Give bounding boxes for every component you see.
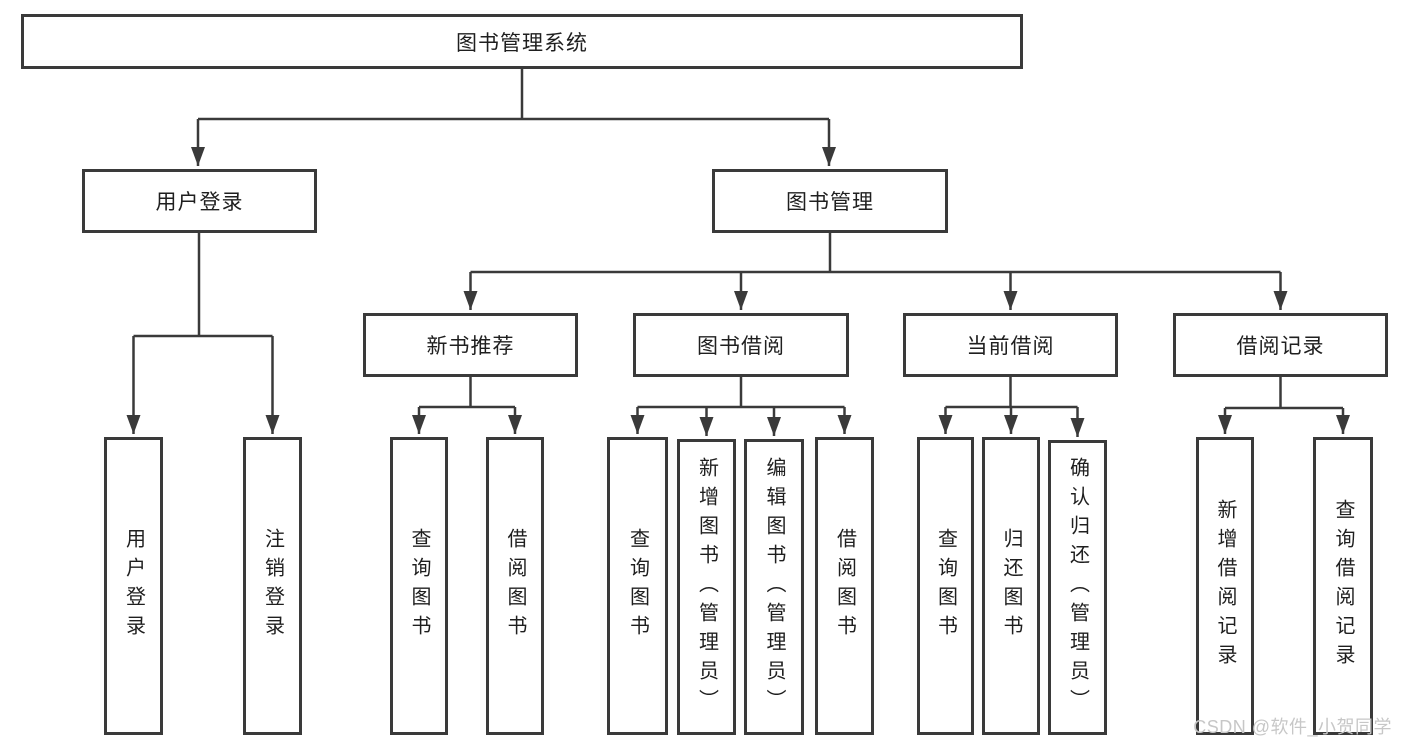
leaf-add-borrow-record: 新增借阅记录 [1196, 437, 1254, 735]
leaf-borrow-books-recommend: 借阅图书 [486, 437, 544, 735]
leaf-logout: 注销登录 [243, 437, 302, 735]
leaf-query-books-borrowing: 查询图书 [607, 437, 668, 735]
leaf-query-books-current: 查询图书 [917, 437, 974, 735]
leaf-user-login: 用户登录 [104, 437, 163, 735]
node-borrowing-records: 借阅记录 [1173, 313, 1388, 377]
leaf-label: 查询图书 [408, 528, 430, 644]
leaf-borrow-books-borrowing: 借阅图书 [815, 437, 874, 735]
leaf-label: 用户登录 [122, 528, 145, 644]
node-book-management: 图书管理 [712, 169, 948, 233]
leaf-confirm-return-admin: 确认归还（管理员） [1048, 440, 1107, 735]
leaf-label: 新增图书（管理员） [695, 456, 718, 718]
node-book-management-system: 图书管理系统 [21, 14, 1023, 69]
leaf-label: 借阅图书 [504, 528, 526, 644]
node-book-borrowing: 图书借阅 [633, 313, 849, 377]
csdn-watermark: CSDN @软件_小贺同学 [1193, 717, 1392, 737]
leaf-label: 归还图书 [1000, 528, 1022, 644]
leaf-label: 编辑图书（管理员） [763, 456, 785, 718]
leaf-label: 注销登录 [261, 528, 284, 644]
leaf-query-books-recommend: 查询图书 [390, 437, 448, 735]
node-new-book-recommendation: 新书推荐 [363, 313, 578, 377]
node-user-login: 用户登录 [82, 169, 317, 233]
leaf-return-books: 归还图书 [982, 437, 1040, 735]
leaf-query-borrow-record: 查询借阅记录 [1313, 437, 1373, 735]
leaf-label: 新增借阅记录 [1214, 499, 1236, 673]
leaf-label: 查询图书 [934, 528, 957, 644]
leaf-label: 查询借阅记录 [1332, 499, 1354, 673]
leaf-add-books-admin: 新增图书（管理员） [677, 439, 736, 735]
node-current-borrowing: 当前借阅 [903, 313, 1118, 377]
leaf-label: 确认归还（管理员） [1066, 457, 1089, 718]
leaf-edit-books-admin: 编辑图书（管理员） [744, 439, 804, 735]
leaf-label: 查询图书 [626, 528, 649, 644]
leaf-label: 借阅图书 [833, 528, 856, 644]
